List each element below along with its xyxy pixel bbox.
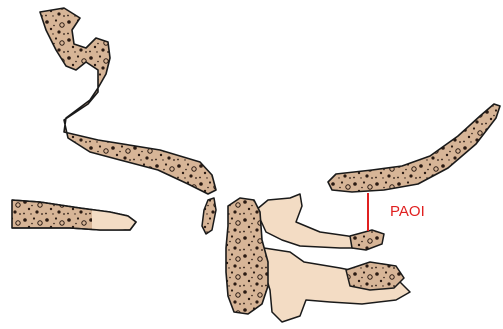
- paoi-label: PAOI: [390, 203, 425, 220]
- upper-left-bone: [40, 8, 216, 194]
- right-long-curved-bone: [328, 104, 500, 192]
- right-small-bone-upper: [350, 230, 384, 250]
- small-ossicle: [202, 198, 216, 234]
- right-oval-bone-lower: [346, 262, 404, 290]
